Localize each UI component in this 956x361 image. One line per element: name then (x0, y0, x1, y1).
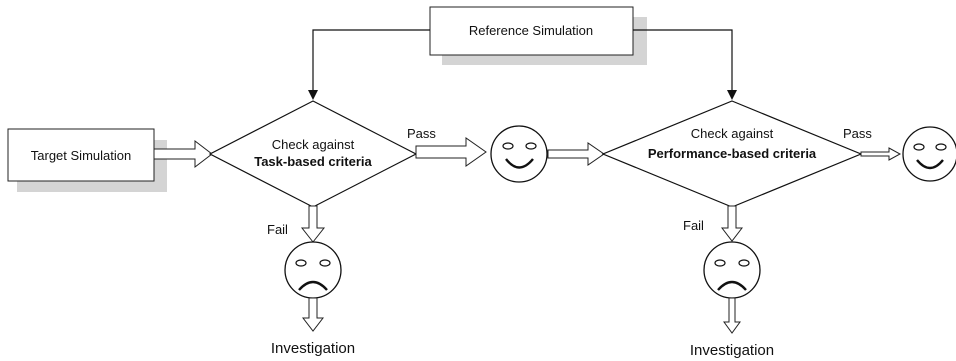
performance-based-check-diamond: Check against Performance-based criteria (601, 100, 863, 208)
fail-arrow-1 (300, 205, 326, 243)
check1-line1: Check against (272, 137, 355, 152)
reference-to-check2-connector (633, 29, 737, 100)
investigation-label-1: Investigation (271, 340, 355, 357)
pass-arrow-1 (415, 137, 487, 167)
pass-arrow-2 (860, 147, 902, 161)
pass-label-1: Pass (407, 126, 436, 141)
smiley-face-icon (490, 125, 548, 183)
check2-line1: Check against (691, 126, 774, 141)
smiley-face-icon (902, 126, 956, 182)
task-based-check-diamond: Check against Task-based criteria (208, 100, 418, 208)
target-to-check1-arrow (153, 139, 213, 169)
investigation-label-2: Investigation (690, 342, 774, 359)
reference-simulation-box: Reference Simulation (429, 6, 647, 65)
investigation-arrow-2 (723, 297, 741, 334)
smiley-to-check2-arrow (547, 142, 605, 166)
target-simulation-label: Target Simulation (31, 148, 131, 163)
sad-face-icon (703, 241, 761, 299)
fail-label-1: Fail (267, 222, 288, 237)
reference-to-check1-connector (308, 29, 430, 100)
reference-simulation-label: Reference Simulation (469, 23, 593, 38)
sad-face-icon (284, 241, 342, 299)
check1-line2: Task-based criteria (254, 154, 372, 169)
fail-arrow-2 (720, 205, 744, 242)
target-simulation-box: Target Simulation (7, 128, 167, 192)
check2-line2: Performance-based criteria (648, 146, 817, 161)
investigation-arrow-1 (301, 297, 325, 332)
pass-label-2: Pass (843, 126, 872, 141)
fail-label-2: Fail (683, 218, 704, 233)
